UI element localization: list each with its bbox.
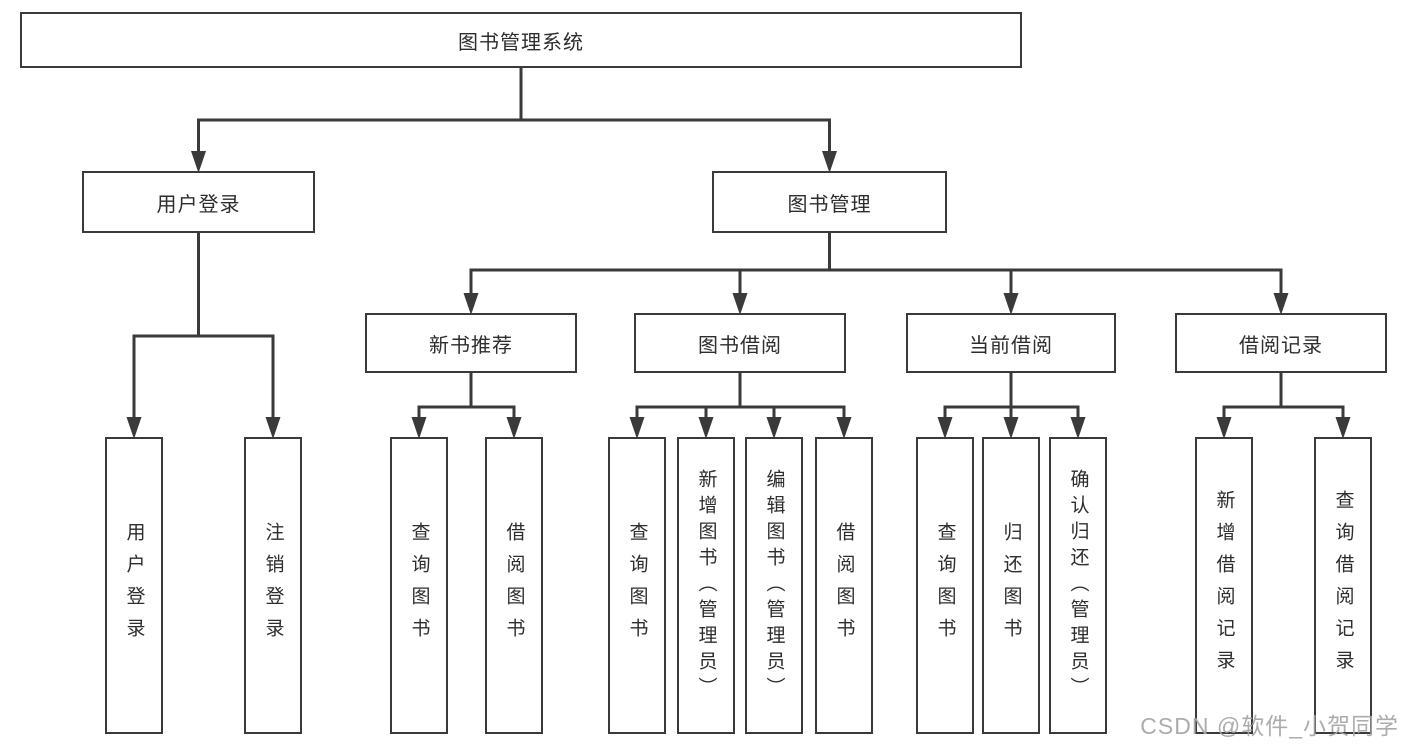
arrowhead-icon bbox=[766, 417, 782, 439]
arrowhead-icon bbox=[629, 417, 645, 439]
box-query-books-current: 查询图书 bbox=[916, 437, 974, 734]
arrowhead-icon bbox=[1335, 417, 1351, 439]
box-query-books-recommend: 查询图书 bbox=[390, 437, 448, 734]
arrowhead-icon bbox=[1070, 417, 1086, 439]
box-query-borrow-record: 查询借阅记录 bbox=[1314, 437, 1372, 734]
arrowhead-icon bbox=[463, 293, 479, 315]
arrowhead-icon bbox=[126, 417, 142, 439]
arrowhead-icon bbox=[506, 417, 522, 439]
arrowhead-icon bbox=[1003, 417, 1019, 439]
arrowhead-icon bbox=[411, 417, 427, 439]
box-add-books-admin: 新增图书（管理员） bbox=[677, 437, 735, 734]
arrowhead-icon bbox=[265, 417, 281, 439]
box-logout-action: 注销登录 bbox=[244, 437, 302, 734]
arrowhead-icon bbox=[1003, 293, 1019, 315]
arrowhead-icon bbox=[937, 417, 953, 439]
box-edit-books-admin: 编辑图书（管理员） bbox=[745, 437, 803, 734]
box-library-management-system: 图书管理系统 bbox=[20, 12, 1022, 68]
box-confirm-return-admin: 确认归还（管理员） bbox=[1049, 437, 1107, 734]
arrowhead-icon bbox=[1273, 293, 1289, 315]
box-return-books: 归还图书 bbox=[982, 437, 1040, 734]
arrowhead-icon bbox=[822, 151, 837, 173]
box-book-management: 图书管理 bbox=[712, 171, 947, 233]
watermark: CSDN @软件_小贺同学 bbox=[1140, 713, 1399, 739]
box-book-borrowing: 图书借阅 bbox=[634, 313, 846, 373]
box-borrow-books-borrowing: 借阅图书 bbox=[815, 437, 873, 734]
box-user-login-action: 用户登录 bbox=[105, 437, 163, 734]
arrowhead-icon bbox=[698, 417, 714, 439]
box-current-borrowing: 当前借阅 bbox=[906, 313, 1116, 373]
arrowhead-icon bbox=[191, 151, 206, 173]
box-query-books-borrowing: 查询图书 bbox=[608, 437, 666, 734]
box-new-book-recommend: 新书推荐 bbox=[365, 313, 577, 373]
box-borrow-books-recommend: 借阅图书 bbox=[485, 437, 543, 734]
box-add-borrow-record: 新增借阅记录 bbox=[1195, 437, 1253, 734]
arrowhead-icon bbox=[1216, 417, 1232, 439]
box-user-login: 用户登录 bbox=[82, 171, 315, 233]
arrowhead-icon bbox=[732, 293, 748, 315]
box-borrowing-records: 借阅记录 bbox=[1175, 313, 1387, 373]
arrowhead-icon bbox=[836, 417, 852, 439]
